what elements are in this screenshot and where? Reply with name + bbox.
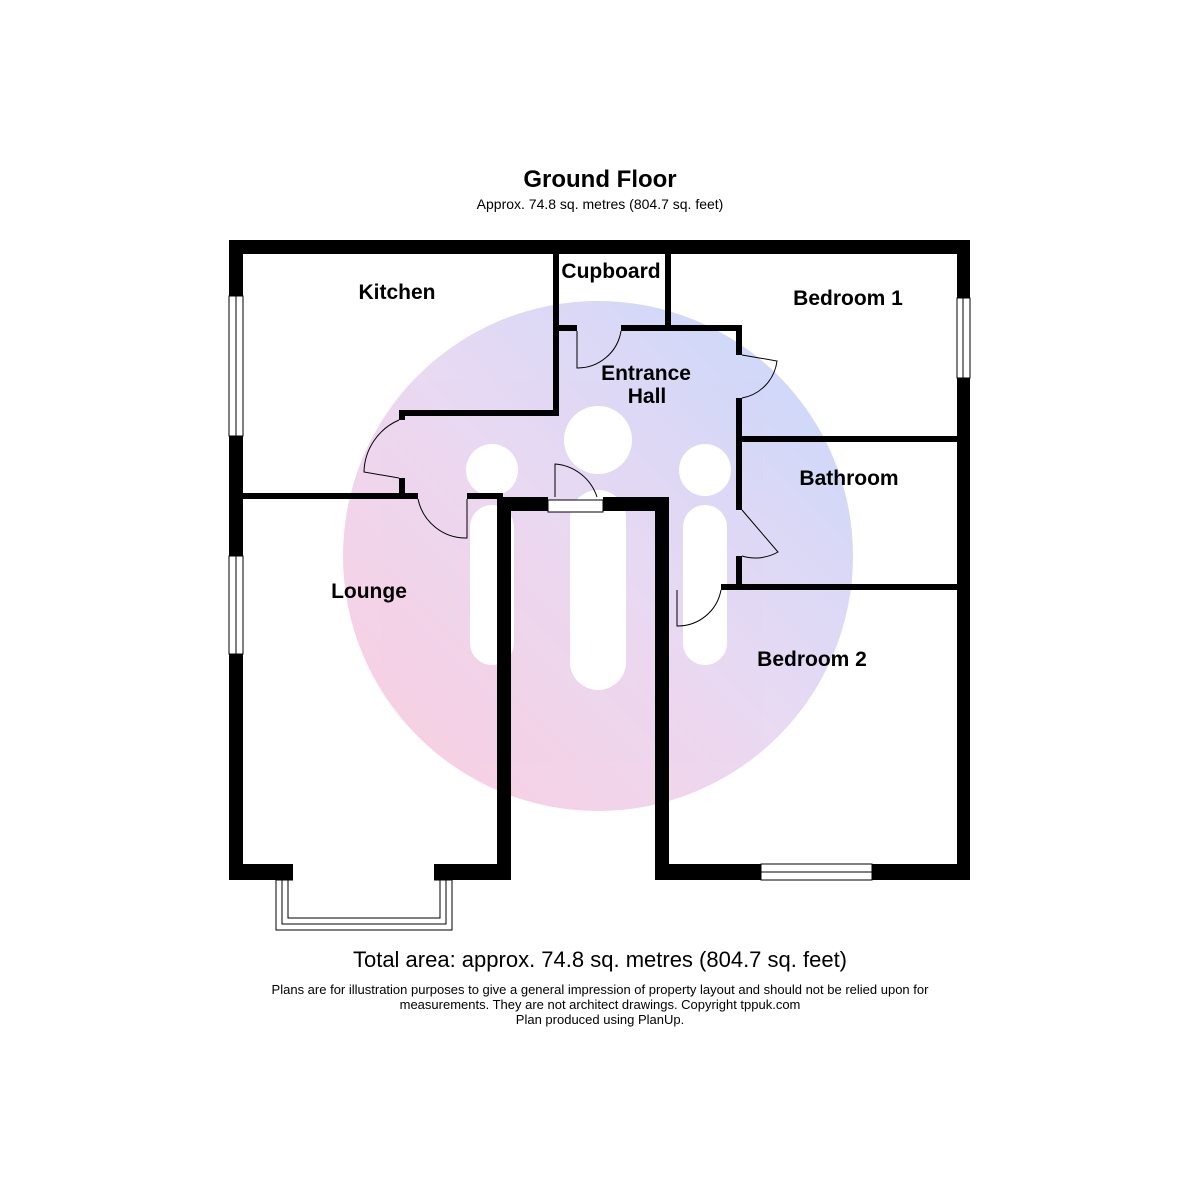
room-label-entrance: Entrance — [601, 362, 691, 385]
floor-area-subtitle: Approx. 74.8 sq. metres (804.7 sq. feet) — [476, 196, 724, 212]
room-label-lounge: Lounge — [331, 580, 407, 603]
room-label-bedroom-2: Bedroom 2 — [757, 648, 867, 671]
lounge-bay-window — [275, 879, 453, 931]
room-label-hall: Hall — [628, 385, 667, 408]
disclaimer: Plans are for illustration purposes to g… — [0, 982, 1200, 1027]
disclaimer-line-2: measurements. They are not architect dra… — [399, 997, 801, 1012]
room-label-bedroom-1: Bedroom 1 — [793, 287, 903, 310]
room-label-bathroom: Bathroom — [799, 467, 898, 490]
family-logo-watermark-icon — [343, 301, 853, 811]
room-label-cupboard: Cupboard — [561, 260, 660, 283]
disclaimer-line-3: Plan produced using PlanUp. — [515, 1012, 685, 1027]
room-label-kitchen: Kitchen — [358, 281, 435, 304]
windows — [228, 295, 971, 931]
internal-walls — [243, 250, 957, 590]
front-door-sill — [547, 499, 604, 513]
door-swings — [363, 330, 779, 627]
floor-title: Ground Floor — [523, 166, 677, 193]
disclaimer-line-1: Plans are for illustration purposes to g… — [271, 982, 929, 997]
total-area: Total area: approx. 74.8 sq. metres (804… — [352, 947, 848, 972]
